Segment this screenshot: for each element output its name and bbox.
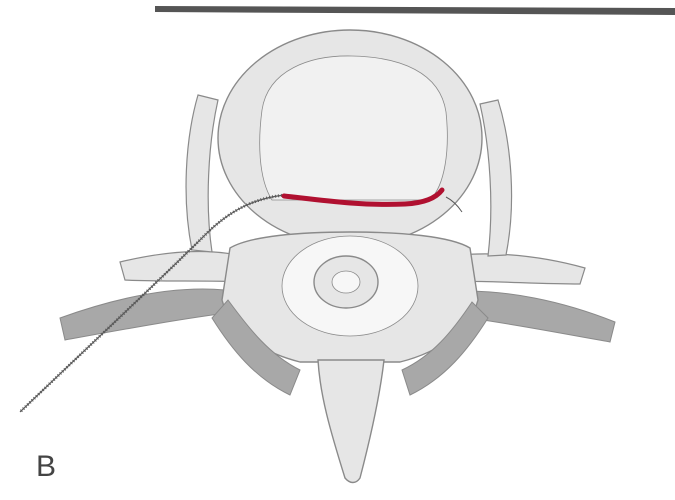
spinal-cord-center — [332, 271, 360, 293]
left-articular-process — [186, 95, 218, 252]
right-articular-process — [480, 100, 512, 256]
left-transverse-process — [60, 289, 235, 340]
top-border-bar — [155, 6, 675, 15]
disc-interior — [260, 56, 448, 200]
spinous-process — [318, 360, 384, 483]
panel-label: B — [36, 452, 56, 482]
